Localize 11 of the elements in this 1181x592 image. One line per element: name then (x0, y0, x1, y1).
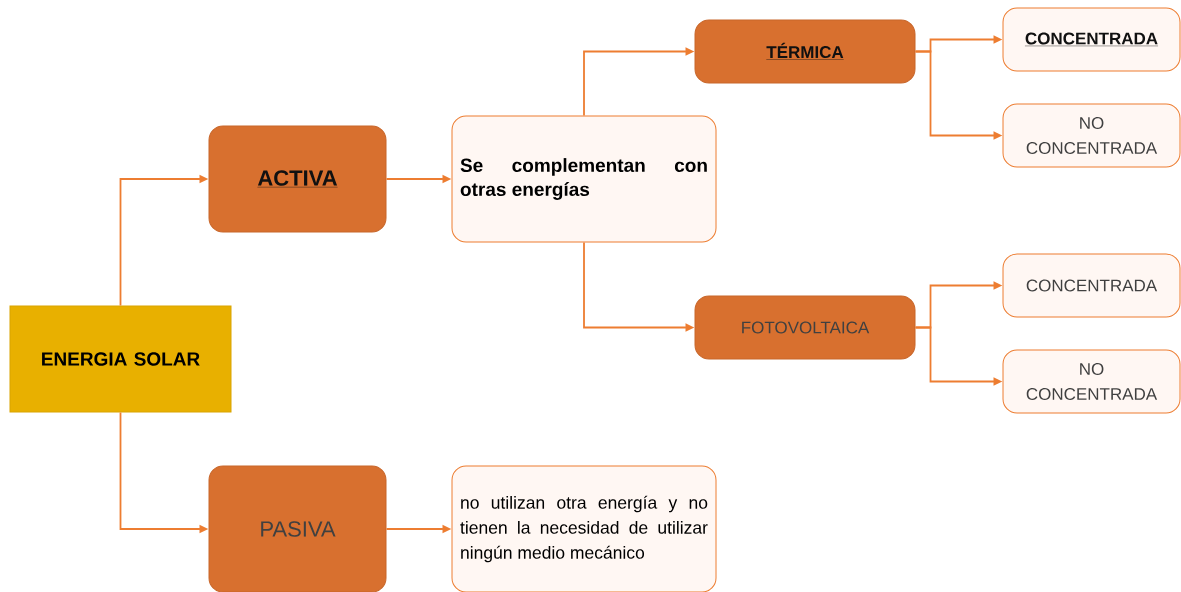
description-box: NO CONCENTRADA (1002, 103, 1181, 168)
category-box: FOTOVOLTAICA (694, 295, 916, 360)
category-box: TÉRMICA (694, 19, 916, 84)
description-box: no utilizan otra energía y no tienen la necesidad de utilizar ningún medio mecánico (451, 465, 717, 592)
description-box: CONCENTRADA (1002, 253, 1181, 318)
category-box: PASIVA (208, 465, 387, 592)
description-box: CONCENTRADA (1002, 7, 1181, 72)
description-box: Se complementan con otras energías (451, 115, 717, 243)
category-box: ACTIVA (208, 125, 387, 233)
energy-box: ENERGIA SOLAR (9, 305, 232, 413)
description-box: NO CONCENTRADA (1002, 349, 1181, 414)
